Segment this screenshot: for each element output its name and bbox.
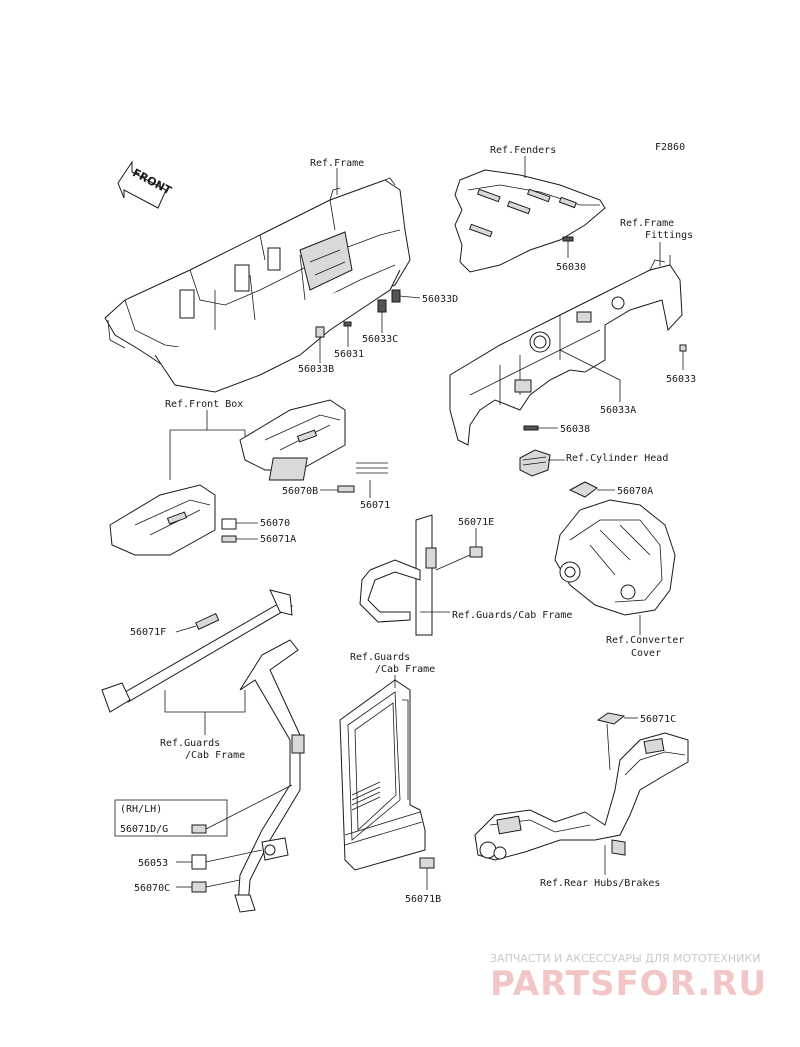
front-box-upper-drawing: [239, 399, 346, 471]
guard-pipe-drawing: [234, 639, 305, 913]
decal-56033-icon: [679, 344, 687, 352]
door-vent-grille: [351, 781, 381, 811]
cylinder-head-drawing: [519, 449, 551, 477]
decal-56070b-icon: [337, 485, 355, 493]
diagram-code: F2860: [655, 142, 685, 153]
part-56070c: 56070C: [134, 883, 170, 894]
part-56031: 56031: [334, 349, 364, 360]
decal-56071-icon: [268, 457, 388, 481]
part-56070a: 56070A: [617, 486, 653, 497]
label-rh-lh: (RH/LH): [120, 804, 162, 815]
part-56071e: 56071E: [458, 517, 494, 528]
guard-bar-drawing: [101, 589, 293, 713]
part-56033d: 56033D: [422, 294, 458, 305]
label-ref-fenders: Ref.Fenders: [490, 145, 556, 156]
decal-56071dg-icon: [191, 824, 207, 834]
part-56071f: 56071F: [130, 627, 166, 638]
frame-fittings-drawing: [449, 255, 683, 446]
part-56033a: 56033A: [600, 405, 636, 416]
decal-56031-icon: [343, 321, 352, 327]
decal-56070-icon: [221, 518, 237, 530]
cab-door-drawing: [339, 679, 426, 871]
label-ref-frame-fittings-2: Fittings: [645, 230, 693, 241]
front-arrow-icon: FRONT: [117, 160, 174, 209]
label-ref-guards-cab-3a: Ref.Guards: [350, 652, 410, 663]
guard-center-drawing: [359, 514, 437, 636]
decal-56033c-icon: [377, 299, 387, 313]
part-56070b: 56070B: [282, 486, 318, 497]
front-box-lower-drawing: [109, 484, 216, 556]
label-ref-guards-cab-1: Ref.Guards/Cab Frame: [452, 610, 572, 621]
part-56071c: 56071C: [640, 714, 676, 725]
part-56033c: 56033C: [362, 334, 398, 345]
part-56038: 56038: [560, 424, 590, 435]
part-56070: 56070: [260, 518, 290, 529]
part-56071b: 56071B: [405, 894, 441, 905]
label-ref-guards-cab-2b: /Cab Frame: [185, 750, 245, 761]
label-ref-converter-2: Cover: [631, 648, 661, 659]
fender-drawing: [454, 169, 606, 273]
label-ref-frame-fittings-1: Ref.Frame: [620, 218, 674, 229]
decal-56033d-icon: [391, 289, 401, 303]
converter-cover-drawing: [554, 481, 676, 616]
decal-56071c-icon: [596, 712, 626, 725]
part-56071: 56071: [360, 500, 390, 511]
decal-56033b-icon: [315, 326, 325, 338]
rear-hubs-drawing: [474, 732, 689, 861]
part-56071dg: 56071D/G: [120, 824, 168, 835]
part-56053: 56053: [138, 858, 168, 869]
part-56071a: 56071A: [260, 534, 296, 545]
decal-56053-icon: [191, 854, 207, 870]
label-ref-rear-hubs: Ref.Rear Hubs/Brakes: [540, 878, 660, 889]
decal-56071e-icon: [469, 546, 483, 558]
label-ref-cylinder-head: Ref.Cylinder Head: [566, 453, 668, 464]
part-56030: 56030: [556, 262, 586, 273]
label-ref-converter-1: Ref.Converter: [606, 635, 684, 646]
decal-56070c-icon: [191, 881, 207, 893]
label-ref-frame: Ref.Frame: [310, 158, 364, 169]
part-56033b: 56033B: [298, 364, 334, 375]
decal-56071f-icon: [195, 612, 220, 630]
label-ref-guards-cab-2a: Ref.Guards: [160, 738, 220, 749]
decal-56038-icon: [523, 425, 539, 431]
decal-56030-icon: [562, 236, 574, 242]
frame-drawing: [104, 177, 411, 393]
label-ref-front-box: Ref.Front Box: [165, 399, 243, 410]
decal-56071b-icon: [419, 857, 435, 869]
watermark-line-2: PARTSFOR.RU: [490, 964, 767, 1004]
part-56033: 56033: [666, 374, 696, 385]
label-ref-guards-cab-3b: /Cab Frame: [375, 664, 435, 675]
decal-56071a-icon: [221, 535, 237, 543]
watermark-line-1: ЗАПЧАСТИ И АКСЕССУАРЫ ДЛЯ МОТОТЕХНИКИ: [490, 952, 760, 965]
